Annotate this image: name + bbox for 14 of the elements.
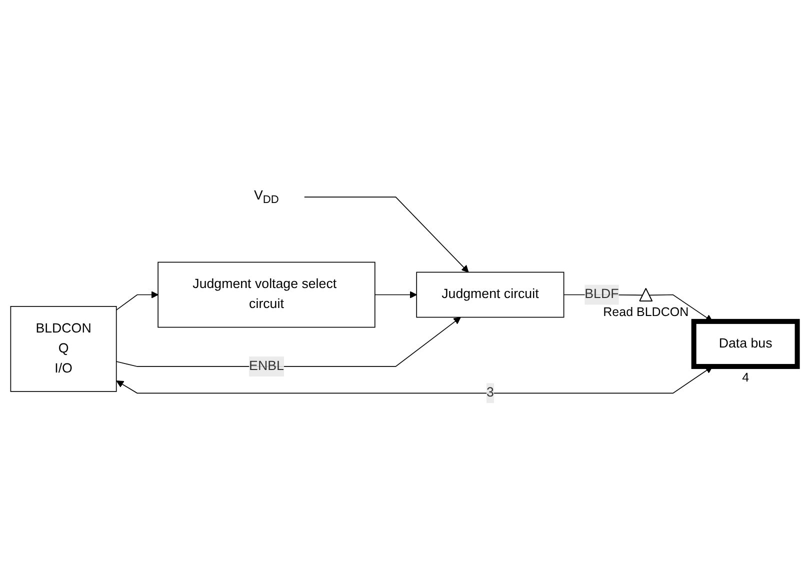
node-box: BLDCON Q I/O (10, 306, 116, 392)
arrow (115, 290, 158, 310)
node-text: V$_{DD}$ (253, 188, 278, 206)
node-caption: 4 (742, 370, 749, 384)
node-box: Judgment circuit (416, 271, 564, 318)
node-box: Judgment voltage select circuit (157, 261, 375, 328)
edge-label: 3 (486, 385, 494, 400)
arrow (374, 290, 416, 298)
arrow (303, 196, 468, 272)
node-box: Data bus (690, 318, 800, 369)
node-caption: Read BLDCON (602, 304, 688, 319)
edge-label: ENBL (248, 358, 284, 373)
arrow (115, 316, 460, 366)
edge-label: BLDF (584, 286, 618, 301)
